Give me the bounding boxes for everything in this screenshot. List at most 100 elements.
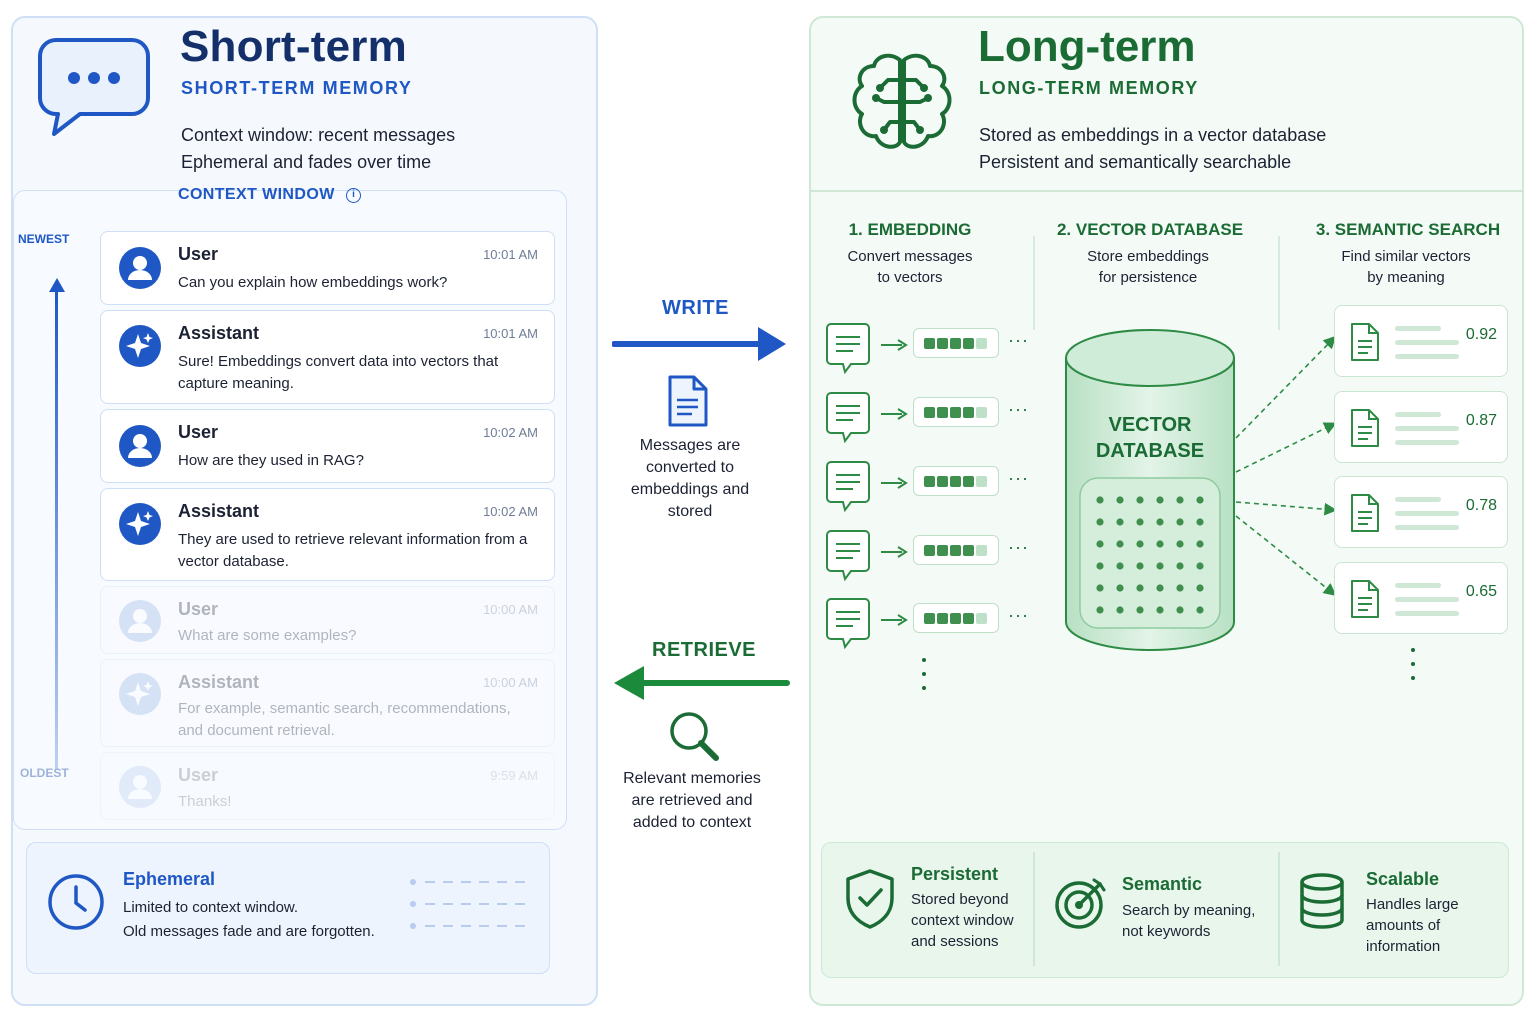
column-separator xyxy=(1033,236,1035,330)
more-horizontal-icon: ··· xyxy=(1008,399,1029,419)
db-dot xyxy=(1156,540,1164,548)
db-dot xyxy=(1196,496,1204,504)
embedding-vector xyxy=(913,603,999,633)
message-role: User xyxy=(178,244,219,264)
message-role: Assistant xyxy=(178,501,260,521)
step-desc-line: for persistence xyxy=(1098,269,1198,286)
search-icon xyxy=(670,712,719,761)
db-dot xyxy=(1136,496,1144,504)
message-text: How are they used in RAG? xyxy=(178,452,364,469)
user-icon xyxy=(119,766,161,808)
message-card-faded[interactable]: User 10:00 AM What are some examples? xyxy=(100,586,555,654)
retrieve-label: RETRIEVE xyxy=(652,639,757,661)
db-dot xyxy=(1136,518,1144,526)
sparkle-icon xyxy=(119,325,161,367)
vector-database-label: VECTOR DATABASE xyxy=(1062,412,1238,464)
message-card[interactable]: User 10:01 AM Can you explain how embedd… xyxy=(100,231,555,305)
long-term-subtitle: LONG-TERM MEMORY xyxy=(979,78,1199,98)
vector-cell xyxy=(937,407,948,418)
write-arrow xyxy=(612,327,786,361)
db-dot xyxy=(1196,562,1204,570)
retrieve-text-1: Relevant memories xyxy=(623,770,761,787)
db-dot xyxy=(1136,584,1144,592)
message-time: 9:59 AM xyxy=(490,768,538,783)
user-icon xyxy=(119,425,161,467)
vector-cell xyxy=(937,476,948,487)
step-desc-line: by meaning xyxy=(1367,269,1445,286)
vector-database-icon xyxy=(1065,329,1235,651)
message-time: 10:01 AM xyxy=(483,326,538,341)
message-card[interactable]: Assistant 10:01 AM Sure! Embeddings conv… xyxy=(100,310,555,404)
message-card-faded[interactable]: Assistant 10:00 AM For example, semantic… xyxy=(100,659,555,747)
db-dot xyxy=(1096,606,1104,614)
arrow-right-icon xyxy=(881,339,908,351)
benefit-text-persistent: Stored beyond context window and session… xyxy=(911,889,1014,952)
document-icon xyxy=(668,375,708,427)
fading-lines-decoration xyxy=(410,879,525,929)
arrow-right-icon xyxy=(881,546,908,558)
message-text: Thanks! xyxy=(178,793,232,810)
search-result-card[interactable]: 0.65 xyxy=(1334,562,1508,634)
message-card-faded[interactable]: User 9:59 AM Thanks! xyxy=(100,752,555,820)
long-term-title: Long-term xyxy=(978,22,1196,71)
db-dot xyxy=(1176,584,1184,592)
more-horizontal-icon: ··· xyxy=(1008,330,1029,350)
benefit-line: information xyxy=(1366,938,1441,955)
arrow-right-icon xyxy=(881,477,908,489)
more-horizontal-icon: ··· xyxy=(1008,468,1029,488)
vector-cell xyxy=(950,338,961,349)
benefit-line: and sessions xyxy=(911,933,999,950)
db-dot xyxy=(1116,496,1124,504)
result-bar xyxy=(1395,497,1441,502)
benefit-title-scalable: Scalable xyxy=(1366,869,1440,889)
db-dot xyxy=(1116,584,1124,592)
db-dot xyxy=(1176,540,1184,548)
step-desc-line: Store embeddings xyxy=(1087,248,1209,265)
message-text: Sure! Embeddings convert data into vecto… xyxy=(178,353,499,392)
short-term-desc-2: Ephemeral and fades over time xyxy=(181,152,432,172)
sparkle-icon xyxy=(119,503,161,545)
short-term-title: Short-term xyxy=(180,22,407,71)
step-desc-embedding: Convert messages to vectors xyxy=(820,246,1000,288)
db-dot xyxy=(1196,518,1204,526)
message-role: User xyxy=(178,422,219,442)
benefit-title-persistent: Persistent xyxy=(911,864,999,884)
message-role: User xyxy=(178,599,219,619)
document-icon xyxy=(1351,323,1379,361)
db-dot xyxy=(1156,518,1164,526)
vector-cell xyxy=(924,545,935,556)
axis-oldest-label: OLDEST xyxy=(20,766,69,780)
db-dot xyxy=(1096,540,1104,548)
chat-bubble-icon xyxy=(38,38,150,136)
db-dot xyxy=(1196,540,1204,548)
message-text: They are used to retrieve relevant infor… xyxy=(178,531,528,570)
benefit-line: not keywords xyxy=(1122,923,1211,940)
vector-cell xyxy=(963,407,974,418)
db-dot xyxy=(1136,606,1144,614)
result-bar xyxy=(1395,611,1459,616)
vector-cell xyxy=(950,545,961,556)
clock-icon xyxy=(48,874,104,930)
embedding-vector xyxy=(913,535,999,565)
result-bar xyxy=(1395,583,1441,588)
vector-cell xyxy=(937,338,948,349)
vector-cell xyxy=(924,476,935,487)
message-card[interactable]: User 10:02 AM How are they used in RAG? xyxy=(100,409,555,483)
benefit-line: Search by meaning, xyxy=(1122,902,1256,919)
long-term-divider xyxy=(811,190,1522,192)
info-icon[interactable]: i xyxy=(346,188,361,203)
benefit-separator xyxy=(1278,852,1280,966)
vector-cell xyxy=(963,476,974,487)
db-dot xyxy=(1116,606,1124,614)
db-dot xyxy=(1096,584,1104,592)
search-result-card[interactable]: 0.92 xyxy=(1334,305,1508,377)
result-bar xyxy=(1395,440,1459,445)
message-card[interactable]: Assistant 10:02 AM They are used to retr… xyxy=(100,488,555,581)
search-result-card[interactable]: 0.87 xyxy=(1334,391,1508,463)
message-time: 10:00 AM xyxy=(483,602,538,617)
more-ellipsis-icon xyxy=(1411,648,1415,680)
sparkle-icon xyxy=(119,673,161,715)
axis-newest-label: NEWEST xyxy=(18,232,70,246)
db-dot xyxy=(1176,496,1184,504)
search-result-card[interactable]: 0.78 xyxy=(1334,476,1508,548)
